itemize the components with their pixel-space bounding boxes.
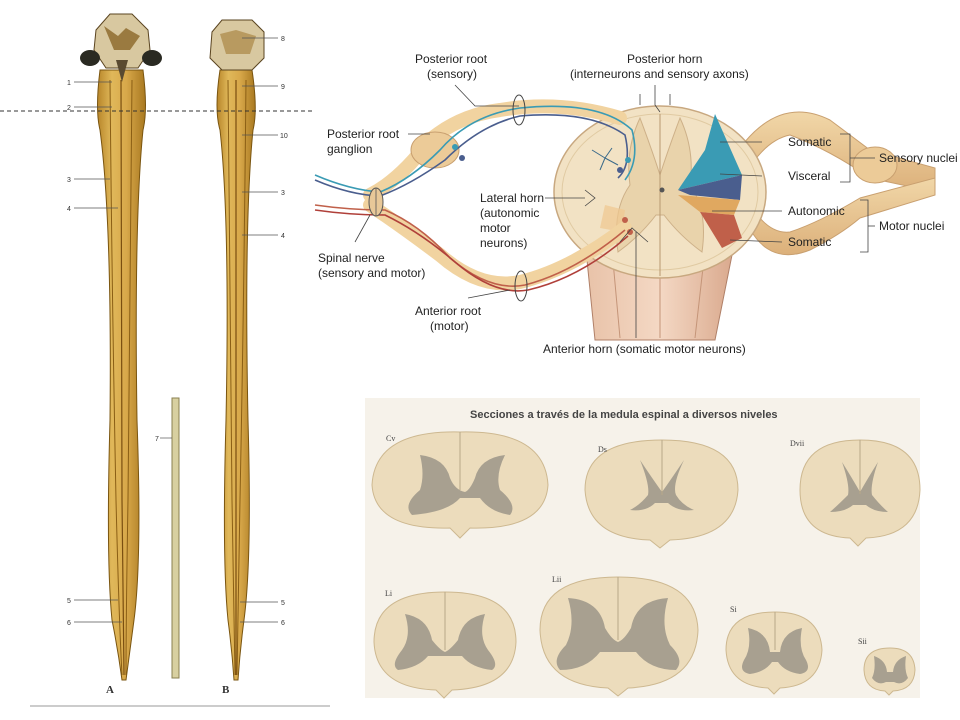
label-lateral-horn-2: (autonomic <box>480 206 539 220</box>
label-sensory-nuclei: Sensory nuclei <box>879 151 958 165</box>
letter-a: A <box>106 684 114 696</box>
leader-lines-a <box>74 81 122 623</box>
section-ds <box>584 439 739 549</box>
label-b-4: 4 <box>281 233 285 240</box>
spinal-cord-b <box>209 19 265 681</box>
label-a-1: 1 <box>67 80 71 87</box>
label-motor-nuclei: Motor nuclei <box>879 219 944 233</box>
label-spinal-nerve-1: Spinal nerve <box>318 251 385 265</box>
level-li: Li <box>385 589 393 598</box>
somatic-sensory-region <box>678 114 742 190</box>
label-anterior-root-1: Anterior root <box>415 304 482 318</box>
letter-b: B <box>222 684 230 696</box>
spinal-cord-illustration: 1 2 3 4 5 6 8 9 10 3 4 5 6 7 A B <box>30 0 330 708</box>
label-b-5: 5 <box>281 600 285 607</box>
level-ds: Ds <box>598 445 607 454</box>
sections-title: Secciones a través de la medula espinal … <box>470 409 778 421</box>
label-spinal-nerve-2: (sensory and motor) <box>318 266 425 280</box>
label-autonomic: Autonomic <box>788 204 845 218</box>
label-b-8: 8 <box>281 36 285 43</box>
section-li <box>373 591 517 699</box>
visceral-sensory-region <box>678 175 742 200</box>
autonomic-motor-region <box>678 195 740 215</box>
sections-panel: Secciones a través de la medula espinal … <box>365 398 921 699</box>
label-lateral-horn-4: neurons) <box>480 236 527 250</box>
level-sii: Sii <box>858 637 868 646</box>
measurement-rod <box>171 397 180 679</box>
label-a-6: 6 <box>67 620 71 627</box>
label-b-9: 9 <box>281 84 285 91</box>
section-sii <box>863 647 916 696</box>
label-anterior-root-2: (motor) <box>430 319 469 333</box>
label-somatic-bottom: Somatic <box>788 235 831 249</box>
label-posterior-horn: Posterior horn <box>627 52 702 66</box>
section-cv <box>371 431 549 539</box>
label-somatic-top: Somatic <box>788 135 831 149</box>
label-b-3: 3 <box>281 190 285 197</box>
label-rod-7: 7 <box>155 436 159 443</box>
label-a-5: 5 <box>67 598 71 605</box>
label-ganglion-2: ganglion <box>327 142 372 156</box>
label-lateral-horn-3: motor <box>480 221 511 235</box>
level-cv: Cv <box>386 434 395 443</box>
label-ganglion-1: Posterior root <box>327 127 400 141</box>
level-si: Si <box>730 605 737 614</box>
label-posterior-root: Posterior root <box>415 52 488 66</box>
label-lateral-horn-1: Lateral horn <box>480 191 544 205</box>
level-lii: Lii <box>552 575 562 584</box>
section-lii <box>539 576 699 697</box>
spinal-cord-a <box>80 13 162 681</box>
label-anterior-horn: Anterior horn (somatic motor neurons) <box>543 342 746 356</box>
level-dvii: Dvii <box>790 439 805 448</box>
label-a-3: 3 <box>67 177 71 184</box>
cross-section-leaders <box>354 84 875 338</box>
label-posterior-horn-sub: (interneurons and sensory axons) <box>570 67 749 81</box>
somatic-motor-region <box>700 212 742 248</box>
label-visceral: Visceral <box>788 169 830 183</box>
section-dvii <box>799 439 921 547</box>
label-b-6: 6 <box>281 620 285 627</box>
label-b-10: 10 <box>280 133 288 140</box>
label-a-4: 4 <box>67 206 71 213</box>
section-si <box>725 611 823 695</box>
label-a-2: 2 <box>67 105 71 112</box>
label-posterior-root-sub: (sensory) <box>427 67 477 81</box>
cross-section-diagram: Posterior root (sensory) Posterior horn … <box>314 52 958 356</box>
leader-lines-b <box>160 37 278 623</box>
